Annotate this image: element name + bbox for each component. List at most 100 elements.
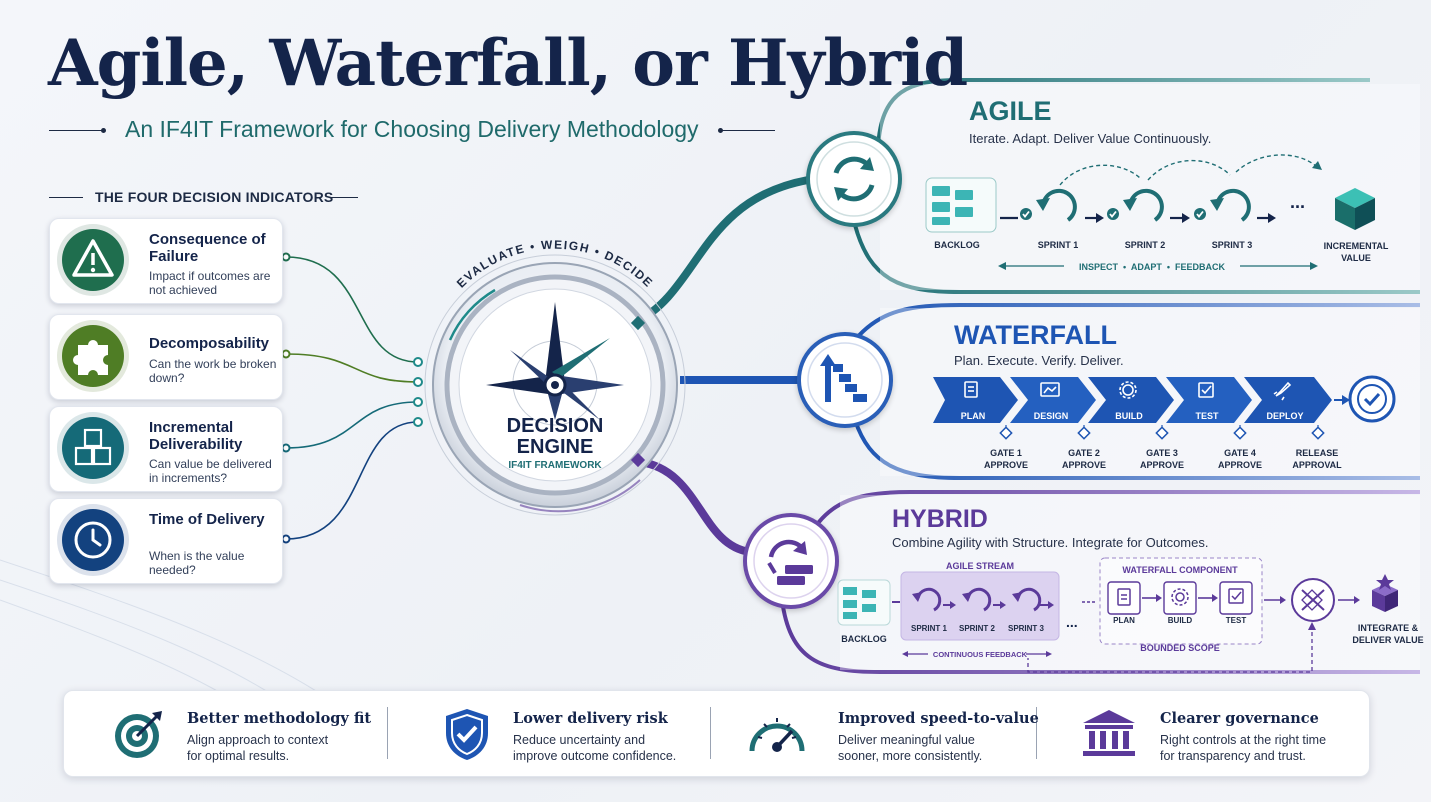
benefits-bar: Better methodology fit Align approach to…	[63, 690, 1370, 777]
waterfall-gate-label: GATE 4 APPROVE	[1217, 448, 1262, 470]
agile-tagline: Iterate. Adapt. Deliver Value Continuous…	[969, 131, 1212, 146]
engine-arc-label: EVALUATE • WEIGH • DECIDE	[454, 238, 656, 291]
cube-icon	[1335, 188, 1375, 230]
waterfall-phase-label: TEST	[1195, 411, 1219, 421]
indicator-title: Consequence of Failure	[149, 231, 266, 265]
benefit-desc: Deliver meaningful value sooner, more co…	[838, 732, 982, 764]
decision-engine	[424, 254, 686, 516]
waterfall-gate-label: GATE 2 APPROVE	[1061, 448, 1106, 470]
subtitle-rule-left	[49, 130, 102, 131]
staircase-icon	[807, 342, 883, 418]
waterfall-phase-label: PLAN	[960, 411, 986, 421]
hybrid-agile-stream-label: AGILE STREAM	[945, 561, 1014, 571]
shield-check-icon	[446, 709, 488, 760]
hybrid-sprint-label: SPRINT 2	[958, 624, 995, 633]
indicator-card-decomposability: Decomposability Can the work be broken d…	[49, 314, 283, 400]
speedometer-icon	[749, 718, 805, 752]
indicators-rule-right	[330, 197, 358, 198]
cubes-icon	[57, 412, 129, 484]
warning-icon	[57, 224, 129, 296]
hybrid-bounded-label: BOUNDED SCOPE	[1140, 643, 1220, 653]
puzzle-icon	[57, 320, 129, 392]
engine-title-line1: DECISION	[506, 415, 604, 437]
page-title: Agile, Waterfall, or Hybrid	[48, 26, 968, 101]
benefit-desc-line: Deliver meaningful value	[838, 733, 975, 747]
hybrid-backlog-label: BACKLOG	[841, 634, 887, 644]
indicator-title: Decomposability	[149, 335, 270, 352]
agile-badge	[806, 131, 902, 227]
waterfall-phase-label: DEPLOY	[1266, 411, 1304, 421]
hybrid-tagline: Combine Agility with Structure. Integrat…	[892, 535, 1209, 550]
indicator-desc: Can value be delivered in increments?	[149, 457, 272, 485]
hybrid-wf-step-label: BUILD	[1167, 616, 1193, 625]
agile-sprint-label: SPRINT 1	[1037, 240, 1079, 250]
benefit-title: Lower delivery risk	[513, 710, 668, 727]
hybrid-flow	[837, 557, 1398, 673]
hybrid-result-label: INTEGRATE & DELIVER VALUE	[1352, 623, 1424, 645]
benefit-desc-line: for optimal results.	[187, 749, 290, 763]
waterfall-tagline: Plan. Execute. Verify. Deliver.	[954, 353, 1124, 368]
indicator-desc: When is the value needed?	[149, 549, 245, 577]
clock-icon	[57, 504, 129, 576]
waterfall-gate-label: RELEASE APPROVAL	[1292, 448, 1342, 470]
waterfall-flow	[933, 375, 1396, 440]
agile-loop-label: INSPECT • ADAPT • FEEDBACK	[1079, 262, 1225, 272]
indicators-rule-left	[49, 197, 83, 198]
indicator-card-incremental: Incremental Deliverability Can value be …	[49, 406, 283, 492]
waterfall-gate-label: GATE 1 APPROVE	[983, 448, 1028, 470]
hybrid-sprint-label: SPRINT 3	[1007, 624, 1044, 633]
hybrid-feedback-label: CONTINUOUS FEEDBACK	[932, 650, 1028, 659]
subtitle-dot-left	[101, 128, 106, 133]
benefit-divider	[387, 707, 388, 759]
hybrid-title: HYBRID	[892, 505, 988, 533]
benefit-desc: Align approach to context for optimal re…	[187, 732, 328, 764]
indicator-title: Time of Delivery	[149, 511, 265, 528]
indicator-card-consequence: Consequence of Failure Impact if outcome…	[49, 218, 283, 304]
indicator-desc: Impact if outcomes are not achieved	[149, 269, 271, 297]
indicator-title: Incremental Deliverability	[149, 419, 243, 453]
hybrid-cycle-icon	[753, 523, 829, 599]
integrate-icon	[1291, 578, 1335, 622]
hybrid-waterfall-component-label: WATERFALL COMPONENT	[1122, 565, 1238, 575]
hybrid-sprint-label: SPRINT 1	[910, 624, 947, 633]
hybrid-badge	[743, 513, 839, 609]
benefit-divider	[710, 707, 711, 759]
benefit-desc-line: improve outcome confidence.	[513, 749, 677, 763]
institution-icon	[1083, 710, 1135, 756]
hybrid-wf-step-label: TEST	[1225, 616, 1247, 625]
benefit-divider	[1036, 707, 1037, 759]
cycle-arrows-icon	[816, 141, 892, 217]
agile-result-label: INCREMENTAL VALUE	[1323, 241, 1389, 263]
benefit-title: Clearer governance	[1160, 710, 1319, 727]
subtitle-rule-right	[722, 130, 775, 131]
benefit-desc-line: sooner, more consistently.	[838, 749, 983, 763]
target-icon	[115, 711, 162, 758]
subtitle-dot-right	[718, 128, 723, 133]
engine-title: DECISION ENGINE	[475, 416, 635, 458]
agile-flow	[925, 154, 1375, 270]
package-icon	[1372, 574, 1398, 612]
engine-subtitle: IF4IT FRAMEWORK	[508, 460, 602, 471]
indicators-heading: THE FOUR DECISION INDICATORS	[95, 189, 334, 205]
benefit-desc-line: Reduce uncertainty and	[513, 733, 646, 747]
waterfall-phase-label: BUILD	[1115, 411, 1143, 421]
page-subtitle: An IF4IT Framework for Choosing Delivery…	[125, 116, 699, 142]
waterfall-gate-label: GATE 3 APPROVE	[1139, 448, 1184, 470]
hybrid-wf-step-label: PLAN	[1113, 616, 1135, 625]
check-circle-icon	[1348, 375, 1396, 423]
benefit-desc-line: Align approach to context	[187, 733, 329, 747]
svg-text:EVALUATE • WEIGH • DECIDE: EVALUATE • WEIGH • DECIDE	[454, 238, 656, 291]
benefit-desc-line: for transparency and trust.	[1160, 749, 1306, 763]
agile-title: AGILE	[969, 96, 1052, 126]
indicator-desc: Can the work be broken down?	[149, 357, 277, 385]
indicator-card-time: Time of Delivery When is the value neede…	[49, 498, 283, 584]
waterfall-badge	[797, 332, 893, 428]
agile-ellipsis: ...	[1290, 192, 1306, 212]
compass-icon	[486, 302, 624, 420]
agile-sprint-label: SPRINT 2	[1124, 240, 1166, 250]
waterfall-phase-label: DESIGN	[1033, 411, 1069, 421]
benefit-desc: Reduce uncertainty and improve outcome c…	[513, 732, 676, 764]
benefit-desc-line: Right controls at the right time	[1160, 733, 1327, 747]
hybrid-ellipsis: ...	[1066, 614, 1078, 630]
agile-backlog-label: BACKLOG	[934, 240, 980, 250]
